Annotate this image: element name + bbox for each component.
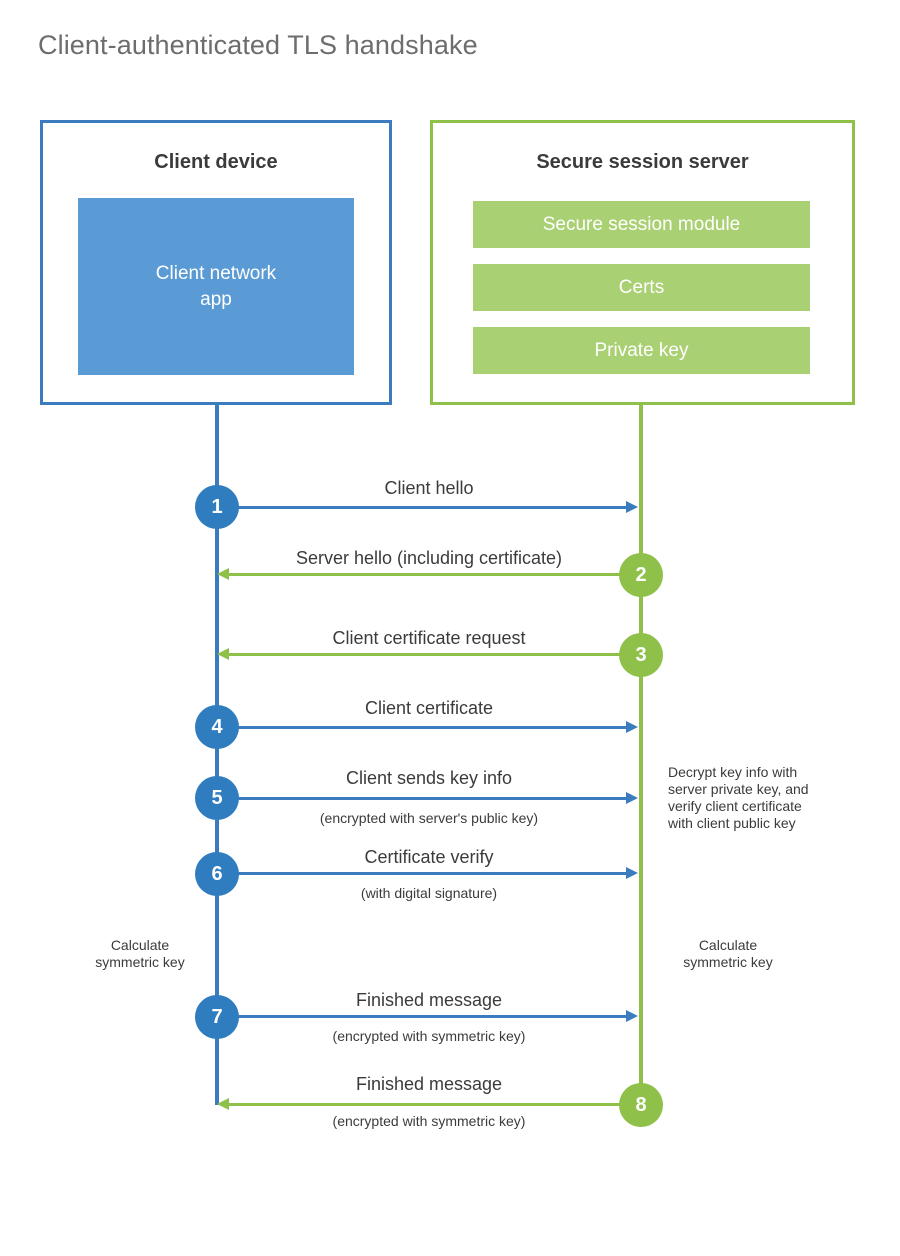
step-4-label: Client certificate: [364, 698, 494, 718]
step-4-arrow: [217, 721, 638, 733]
step-4-marker[interactable]: 4: [195, 705, 239, 749]
server-decrypt-note-line-1: Decrypt key info with: [668, 764, 798, 780]
server-calculate-symmetric-key-note: Calculate symmetric key: [668, 937, 788, 971]
step-8-arrow: [217, 1098, 639, 1110]
step-3-label: Client certificate request: [332, 628, 526, 648]
step-1-label: Client hello: [384, 478, 474, 498]
server-component-secure-session-module: Secure session module: [473, 201, 810, 248]
server-calculate-line-2: symmetric key: [683, 954, 773, 970]
client-calculate-line-1: Calculate: [110, 937, 170, 953]
step-6-sublabel: (with digital signature): [360, 885, 498, 901]
arrow-head-icon: [217, 648, 229, 660]
step-5-sublabel: (encrypted with server's public key): [319, 810, 539, 826]
step-7-arrow: [217, 1010, 638, 1022]
step-8-sublabel: (encrypted with symmetric key): [332, 1113, 526, 1129]
arrow-head-icon: [626, 721, 638, 733]
step-5-marker[interactable]: 5: [195, 776, 239, 820]
secure-session-server-title: Secure session server: [536, 151, 749, 173]
client-device-title: Client device: [154, 151, 278, 173]
arrow-head-icon: [217, 568, 229, 580]
step-7-sublabel: (encrypted with symmetric key): [332, 1028, 526, 1044]
step-7-marker[interactable]: 7: [195, 995, 239, 1039]
step-7-label: Finished message: [355, 990, 503, 1010]
server-decrypt-note-line-2: server private key, and: [668, 781, 809, 797]
step-3-marker[interactable]: 3: [619, 633, 663, 677]
step-6-arrow: [217, 867, 638, 879]
server-decrypt-note-line-4: with client public key: [668, 815, 796, 831]
client-calculate-symmetric-key-note: Calculate symmetric key: [80, 937, 200, 971]
step-6-marker[interactable]: 6: [195, 852, 239, 896]
arrow-head-icon: [626, 867, 638, 879]
step-6-label: Certificate verify: [364, 847, 494, 867]
server-decrypt-note: Decrypt key info with server private key…: [668, 764, 848, 832]
arrow-head-icon: [626, 501, 638, 513]
step-5-label: Client sends key info: [345, 768, 513, 788]
step-1-marker[interactable]: 1: [195, 485, 239, 529]
arrow-head-icon: [217, 1098, 229, 1110]
server-component-private-key: Private key: [473, 327, 810, 374]
client-device-box: Client device Client network app: [40, 120, 392, 405]
step-2-arrow: [217, 568, 639, 580]
server-component-certs: Certs: [473, 264, 810, 311]
step-5-arrow: [217, 792, 638, 804]
client-network-app-block: Client network app: [78, 198, 354, 375]
step-3-arrow: [217, 648, 639, 660]
page-title: Client-authenticated TLS handshake: [38, 30, 478, 60]
step-2-marker[interactable]: 2: [619, 553, 663, 597]
secure-session-server-box: Secure session server Secure session mod…: [430, 120, 855, 405]
server-calculate-line-1: Calculate: [698, 937, 758, 953]
step-8-marker[interactable]: 8: [619, 1083, 663, 1127]
server-decrypt-note-line-3: verify client certificate: [668, 798, 802, 814]
arrow-head-icon: [626, 792, 638, 804]
step-8-label: Finished message: [355, 1074, 503, 1094]
step-2-label: Server hello (including certificate): [295, 548, 563, 568]
step-1-arrow: [217, 501, 638, 513]
client-calculate-line-2: symmetric key: [95, 954, 185, 970]
server-lifeline: [639, 405, 643, 1105]
arrow-head-icon: [626, 1010, 638, 1022]
client-network-app-label: Client network app: [155, 262, 277, 310]
client-lifeline: [215, 405, 219, 1105]
